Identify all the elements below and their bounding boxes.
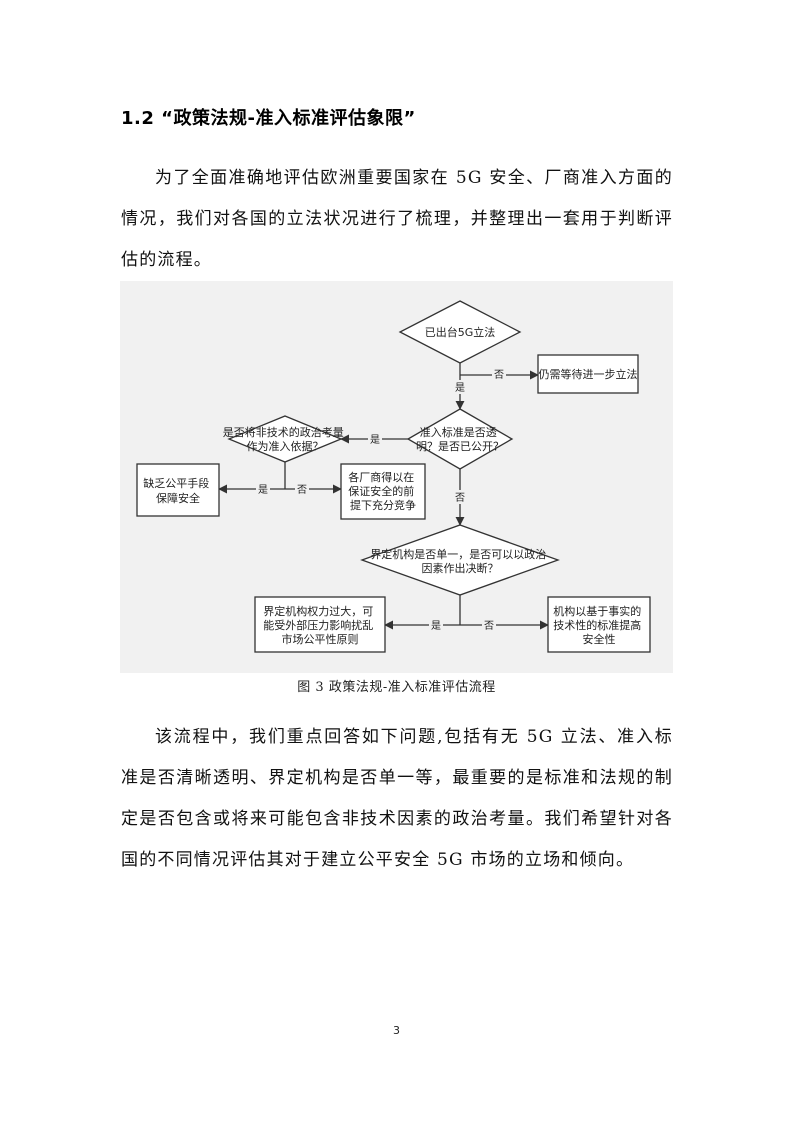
- intro-paragraph: 为了全面准确地评估欧洲重要国家在 5G 安全、厂商准入方面的情况，我们对各国的立…: [121, 168, 673, 270]
- decision-single-authority: [360, 524, 560, 596]
- edge-label-no-3: 否: [297, 484, 307, 496]
- edge-label-yes-2: 是: [370, 434, 380, 446]
- node-text-d4: 界定机构是否单一，是否可以以政治 因素作出决断？: [370, 547, 550, 575]
- flowchart-figure: 已出台5G立法 仍需等待进一步立法 准入标准是否透 明？是否已公开？ 是否将非技…: [120, 281, 673, 673]
- decision-5g-legislation: [398, 300, 522, 364]
- node-text-d1: 已出台5G立法: [425, 325, 496, 339]
- edge-label-no-1: 否: [494, 369, 504, 381]
- flowchart-svg: 已出台5G立法 仍需等待进一步立法 准入标准是否透 明？是否已公开？ 是否将非技…: [136, 300, 651, 653]
- decision-political-consideration: [227, 415, 343, 463]
- box-authority-too-powerful: [254, 596, 386, 653]
- box-await-legislation: [537, 354, 639, 394]
- figure-caption: 图 3 政策法规-准入标准评估流程: [297, 680, 496, 695]
- node-text-power: 界定机构权力过大，可 能受外部压力影响扰乱 市场公平性原则: [263, 604, 377, 646]
- section-heading: 1.2 “政策法规-准入标准评估象限”: [121, 108, 416, 129]
- edge-label-yes-3: 是: [258, 484, 268, 496]
- edge-label-yes-1: 是: [455, 382, 465, 394]
- decision-standard-transparency: [406, 408, 514, 470]
- edge-label-no-4: 否: [484, 620, 494, 632]
- node-text-fair: 各厂商得以在 保证安全的前 提下充分竞争: [348, 470, 418, 512]
- summary-paragraph: 该流程中，我们重点回答如下问题,包括有无 5G 立法、准入标准是否清晰透明、界定…: [121, 727, 673, 870]
- box-fact-based-standards: [547, 596, 651, 653]
- box-lack-fair-means: [136, 463, 220, 517]
- node-text-d3: 是否将非技术的政治考量 作为准入依据？: [223, 425, 348, 453]
- box-fair-competition: [340, 463, 426, 520]
- node-text-lack: 缺乏公平手段 保障安全: [143, 476, 213, 505]
- node-text-fact: 机构以基于事实的 技术性的标准提高 安全性: [553, 604, 645, 646]
- edge-label-no-2: 否: [455, 492, 465, 504]
- page-number: 3: [393, 1024, 400, 1037]
- node-text-wait: 仍需等待进一步立法: [539, 367, 638, 381]
- node-text-d2: 准入标准是否透 明？是否已公开？: [416, 425, 504, 453]
- edge-label-yes-4: 是: [431, 620, 441, 632]
